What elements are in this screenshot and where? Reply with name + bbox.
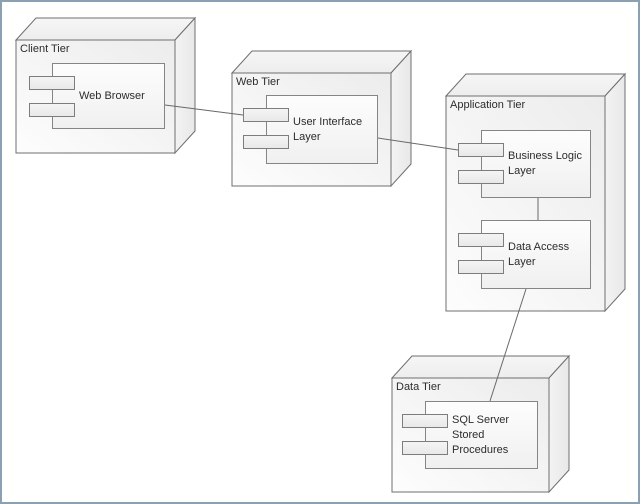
- node-label-application-tier: Application Tier: [450, 99, 526, 111]
- component-web-browser[interactable]: Web Browser: [52, 63, 165, 129]
- node-label-client-tier: Client Tier: [20, 43, 70, 55]
- node-client-tier-right-face: [174, 16, 196, 155]
- connector-uilayer-businesslogic[interactable]: [377, 137, 459, 151]
- component-tab-icon: [458, 233, 504, 247]
- node-web-tier-top-face: [230, 50, 413, 74]
- node-data-tier-right-face: [548, 354, 570, 494]
- node-application-tier-right-face: [604, 72, 626, 313]
- node-label-web-tier: Web Tier: [236, 76, 280, 88]
- component-label-business-logic-layer: Business Logic Layer: [508, 150, 582, 177]
- component-data-access-layer[interactable]: Data Access Layer: [481, 220, 591, 289]
- component-label-sql-server-stored-procedures: SQL Server Stored Procedures: [452, 413, 510, 456]
- node-label-data-tier: Data Tier: [396, 381, 441, 393]
- component-tab-icon: [243, 135, 289, 149]
- component-label-user-interface-layer: User Interface Layer: [293, 115, 363, 143]
- component-label-data-access-layer: Data Access Layer: [508, 240, 570, 268]
- component-label-web-browser: Web Browser: [79, 89, 145, 102]
- node-data-tier-top-face: [390, 355, 571, 379]
- node-client-tier-top-face: [14, 17, 197, 41]
- component-tab-icon: [402, 441, 448, 455]
- component-tab-icon: [29, 103, 75, 117]
- connector-webbrowser-uilayer[interactable]: [164, 104, 244, 116]
- component-tab-icon: [243, 108, 289, 122]
- component-tab-icon: [402, 414, 448, 428]
- component-tab-icon: [458, 170, 504, 184]
- node-application-tier-top-face: [444, 73, 627, 97]
- component-user-interface-layer[interactable]: User Interface Layer: [266, 95, 378, 164]
- connector-dataaccess-sqlserver[interactable]: [489, 288, 527, 402]
- component-business-logic-layer[interactable]: Business Logic Layer: [481, 130, 591, 198]
- component-tab-icon: [458, 260, 504, 274]
- component-sql-server-stored-procedures[interactable]: SQL Server Stored Procedures: [425, 401, 538, 469]
- component-tab-icon: [29, 76, 75, 90]
- component-tab-icon: [458, 143, 504, 157]
- connectors-group: [164, 104, 539, 402]
- node-web-tier-right-face: [390, 49, 412, 188]
